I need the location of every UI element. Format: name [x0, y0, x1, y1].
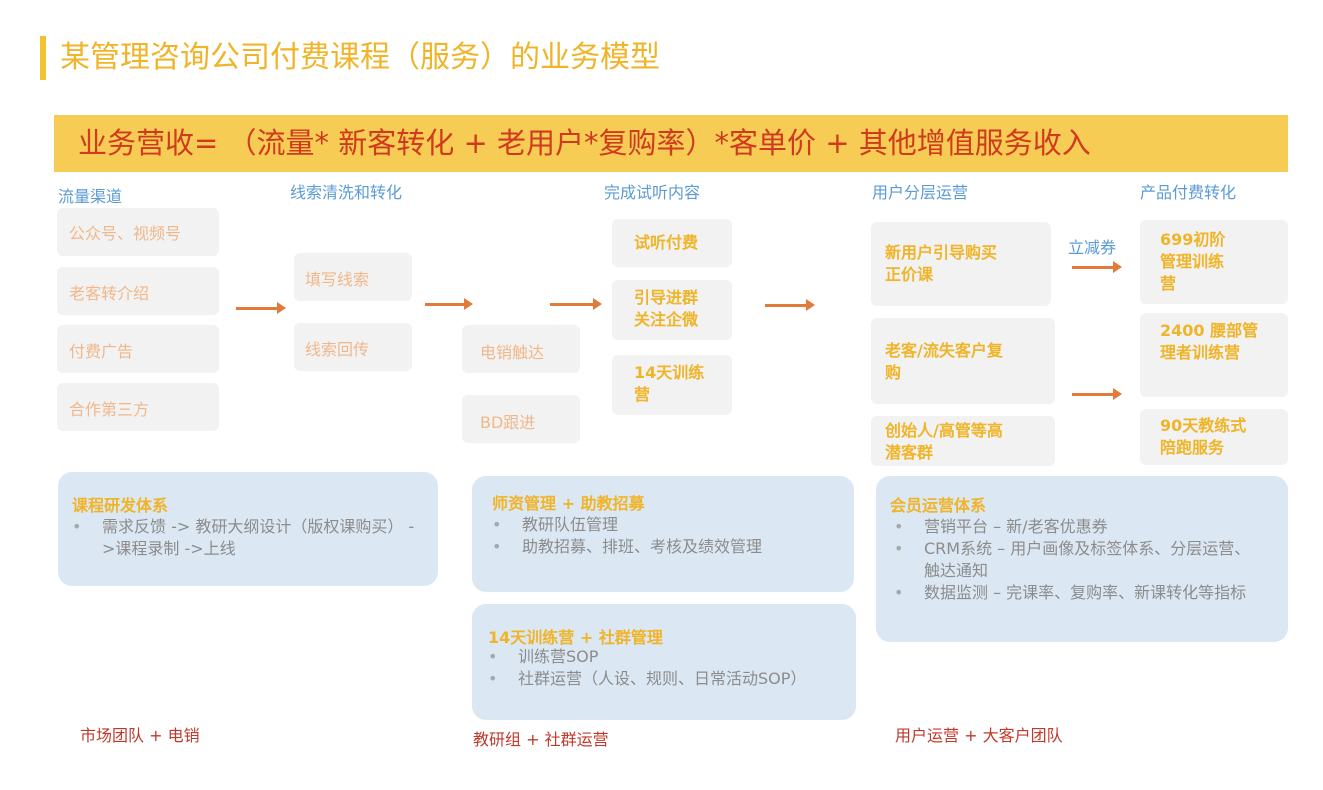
trial-item: 引导进群 关注企微 [612, 280, 732, 340]
product-item: 90天教练式 陪跑服务 [1140, 409, 1288, 465]
traffic-item: 公众号、视频号 [57, 208, 219, 256]
lead-item: 线索回传 [294, 323, 412, 371]
team-label-research: 教研组 + 社群运营 [473, 730, 609, 749]
panel-camp: 14天训练营 + 社群管理 训练营SOP 社群运营（人设、规则、日常活动SOP） [472, 604, 856, 720]
column-header-paid: 产品付费转化 [1140, 183, 1237, 202]
tier-item: 新用户引导购买 正价课 [871, 222, 1051, 306]
coupon-label: 立减券 [1068, 238, 1117, 257]
panel-list-item: 助教招募、排班、考核及绩效管理 [492, 536, 842, 558]
panel-teacher: 师资管理 + 助教招募 教研队伍管理 助教招募、排班、考核及绩效管理 [472, 476, 854, 592]
lead-item: 填写线索 [294, 253, 412, 301]
flow-arrow [1072, 388, 1122, 400]
trial-item: 14天训练 营 [612, 355, 732, 415]
panel-course-dev: 课程研发体系 需求反馈 -> 教研大纲设计（版权课购买） ->课程录制 ->上线 [58, 472, 438, 586]
formula-text: 业务营收= （流量* 新客转化 + 老用户*复购率）*客单价 + 其他增值服务收… [78, 126, 1091, 160]
panel-list-item: 数据监测 – 完课率、复购率、新课转化等指标 [894, 582, 1260, 604]
panel-title: 课程研发体系 [72, 496, 169, 515]
column-header-leads: 线索清洗和转化 [290, 183, 403, 202]
team-label-ops: 用户运营 + 大客户团队 [895, 726, 1063, 745]
column-header-tier: 用户分层运营 [872, 183, 969, 202]
team-label-market: 市场团队 + 电销 [80, 726, 200, 745]
flow-arrow [550, 298, 602, 310]
product-item: 2400 腰部管 理者训练营 [1140, 313, 1288, 397]
panel-list-item: 教研队伍管理 [492, 514, 842, 536]
flow-arrow [236, 302, 286, 314]
flow-arrow [1072, 261, 1122, 273]
panel-title: 师资管理 + 助教招募 [492, 494, 645, 513]
traffic-item: 付费广告 [57, 325, 219, 373]
panel-list-item: 需求反馈 -> 教研大纲设计（版权课购买） ->课程录制 ->上线 [72, 516, 422, 560]
tier-item: 创始人/高管等高 潜客群 [871, 416, 1055, 466]
tier-item: 老客/流失客户复 购 [871, 318, 1055, 404]
sales-item: BD跟进 [462, 395, 580, 443]
sales-item: 电销触达 [462, 325, 580, 373]
trial-item: 试听付费 [612, 219, 732, 267]
panel-member-ops: 会员运营体系 营销平台 – 新/老客优惠券 CRM系统 – 用户画像及标签体系、… [876, 476, 1288, 642]
formula-banner: 业务营收= （流量* 新客转化 + 老用户*复购率）*客单价 + 其他增值服务收… [54, 115, 1288, 172]
panel-list-item: 营销平台 – 新/老客优惠券 [894, 516, 1260, 538]
panel-list-item: 社群运营（人设、规则、日常活动SOP） [488, 668, 828, 690]
flow-arrow [425, 298, 473, 310]
traffic-item: 老客转介绍 [57, 267, 219, 315]
page-title: 某管理咨询公司付费课程（服务）的业务模型 [60, 40, 660, 75]
column-header-traffic: 流量渠道 [58, 187, 123, 206]
panel-list-item: 训练营SOP [488, 646, 828, 668]
column-header-trial: 完成试听内容 [604, 183, 701, 202]
panel-list-item: CRM系统 – 用户画像及标签体系、分层运营、触达通知 [894, 538, 1260, 582]
title-accent-bar [40, 36, 46, 80]
panel-title: 14天训练营 + 社群管理 [488, 628, 663, 647]
flow-arrow [765, 299, 815, 311]
panel-title: 会员运营体系 [890, 496, 987, 515]
traffic-item: 合作第三方 [57, 383, 219, 431]
product-item: 699初阶 管理训练 营 [1140, 220, 1288, 304]
